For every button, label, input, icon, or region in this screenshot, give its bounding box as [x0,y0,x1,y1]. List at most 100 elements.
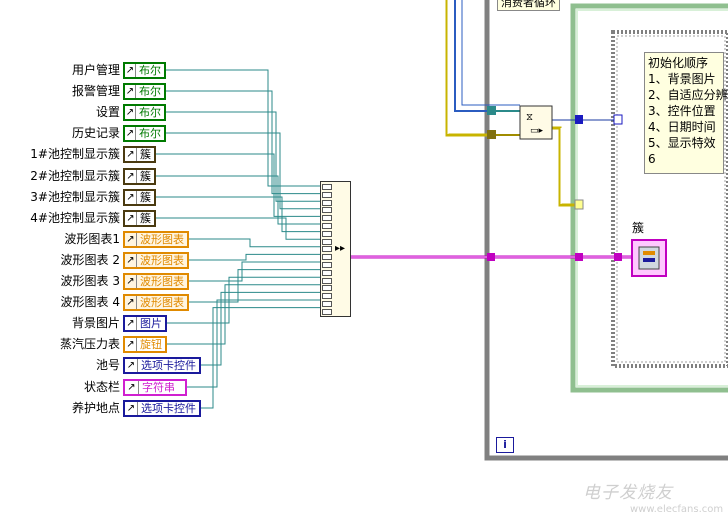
queue-tunnel[interactable] [487,106,496,115]
reference-terminal-tab[interactable]: ↗选项卡控件 [123,400,201,417]
terminal-type-label: 图片 [140,317,162,330]
reference-wire [166,132,322,210]
control-label: 历史记录 [71,126,120,140]
bundle-output-arrow-icon: ▸▸ [335,243,346,254]
reference-arrow-icon: ↗ [125,106,136,119]
reference-wires [156,69,322,409]
bundle-input-slot[interactable] [322,207,332,214]
reference-arrow-icon: ↗ [125,317,137,330]
reference-wire-top-b [461,0,520,106]
bundle-input-slot[interactable] [322,308,332,315]
watermark-logo: 电子发烧友 [583,483,673,503]
terminal-type-label: 布尔 [139,85,161,98]
reference-terminal-cluster[interactable]: ↗簇 [123,210,156,227]
bundle-node[interactable]: ▸▸ [320,181,351,317]
reference-terminal-pic[interactable]: ↗图片 [123,315,167,332]
reference-terminal-tab[interactable]: ↗选项卡控件 [123,357,201,374]
reference-arrow-icon: ↗ [125,191,137,204]
iteration-terminal[interactable]: i [496,437,514,453]
reference-terminal-str[interactable]: ↗字符串 [123,379,187,396]
reference-arrow-icon: ↗ [125,402,138,415]
bundle-input-slot[interactable] [322,246,332,253]
reference-arrow-icon: ↗ [125,170,137,183]
bundle-input-slot[interactable] [322,285,332,292]
bundle-input-slot[interactable] [322,199,332,206]
terminal-type-label: 布尔 [139,127,161,140]
bundle-input-slot[interactable] [322,301,332,307]
reference-terminal-cluster[interactable]: ↗簇 [123,146,156,163]
bundle-input-slot[interactable] [322,215,332,222]
control-label: 池号 [95,358,120,372]
bundle-input-slot[interactable] [322,191,332,198]
error-wire-top [445,0,492,137]
bundle-input-slot[interactable] [322,277,332,284]
consumer-while-loop-frame[interactable] [484,0,728,461]
control-label: 波形图表 4 [60,295,120,309]
note-line: 2、自适应分辨 [648,88,728,102]
cluster-wire-tunnel-case[interactable] [575,253,583,261]
reference-wire [201,307,322,409]
bundle-input-slot[interactable] [322,238,332,245]
error-tunnel[interactable] [487,130,496,139]
reference-arrow-icon: ↗ [125,275,137,288]
cluster-wire-tunnel-seq[interactable] [614,253,622,261]
reference-arrow-icon: ↗ [125,338,137,351]
reference-wire [166,111,322,202]
reference-terminal-bool[interactable]: ↗布尔 [123,125,166,142]
loop-label: 消费者循环 [497,0,560,11]
reference-wire [166,69,322,187]
reference-terminal-bool[interactable]: ↗布尔 [123,62,166,79]
dequeue-element-node[interactable] [519,105,553,140]
bundle-input-slot[interactable] [322,293,332,300]
terminal-type-label: 布尔 [139,106,161,119]
bundle-input-slot[interactable] [322,269,332,276]
terminal-type-label: 布尔 [139,64,161,77]
reference-wire [156,217,322,240]
control-label: 波形图表 3 [60,274,120,288]
reference-wire [189,269,322,303]
control-label: 背景图片 [71,316,120,330]
cluster-output-label: 簇 [632,221,645,235]
terminal-type-label: 波形图表 [140,275,184,288]
element-tunnel[interactable] [575,115,583,124]
control-label: 3#池控制显示簇 [30,190,120,204]
reference-terminal-wave[interactable]: ↗波形图表 [123,252,189,269]
watermark-url: www.elecfans.com [630,504,724,515]
bundle-input-slot[interactable] [322,223,332,229]
element-seq-tunnel[interactable] [613,114,623,125]
bundle-input-slot[interactable] [322,262,332,268]
reference-terminal-wave[interactable]: ↗波形图表 [123,231,189,248]
control-label: 设置 [95,105,120,119]
reference-terminal-bool[interactable]: ↗布尔 [123,104,166,121]
control-label: 波形图表 2 [60,253,120,267]
bundle-input-slot[interactable] [322,184,332,190]
reference-terminal-bool[interactable]: ↗布尔 [123,83,166,100]
reference-arrow-icon: ↗ [125,381,139,394]
case-structure-frame[interactable] [570,3,728,393]
note-line: 5、显示特效 [648,136,716,150]
terminal-type-label: 旋钮 [140,338,162,351]
terminal-type-label: 字符串 [142,381,175,394]
reference-terminal-cluster[interactable]: ↗簇 [123,168,156,185]
bundle-input-slot[interactable] [322,254,332,261]
reference-wire-top-a [454,0,492,112]
reference-terminal-cluster[interactable]: ↗簇 [123,189,156,206]
reference-terminal-wave[interactable]: ↗波形图表 [123,294,189,311]
reference-arrow-icon: ↗ [125,233,137,246]
reference-wire [201,291,322,366]
reference-wire [156,196,322,233]
reference-terminal-knob[interactable]: ↗旋钮 [123,336,167,353]
terminal-type-label: 簇 [140,170,151,183]
reference-wire [166,90,322,195]
error-case-tunnel[interactable] [574,199,584,210]
terminal-type-label: 簇 [140,212,151,225]
terminal-type-label: 簇 [140,148,151,161]
control-label: 2#池控制显示簇 [30,169,120,183]
bundle-input-slot[interactable] [322,230,332,237]
terminal-type-label: 选项卡控件 [141,402,196,415]
control-label: 状态栏 [83,380,120,394]
flat-sequence-frame[interactable] [611,30,728,368]
cluster-wire-tunnel-loop[interactable] [487,253,495,261]
reference-terminal-wave[interactable]: ↗波形图表 [123,273,189,290]
